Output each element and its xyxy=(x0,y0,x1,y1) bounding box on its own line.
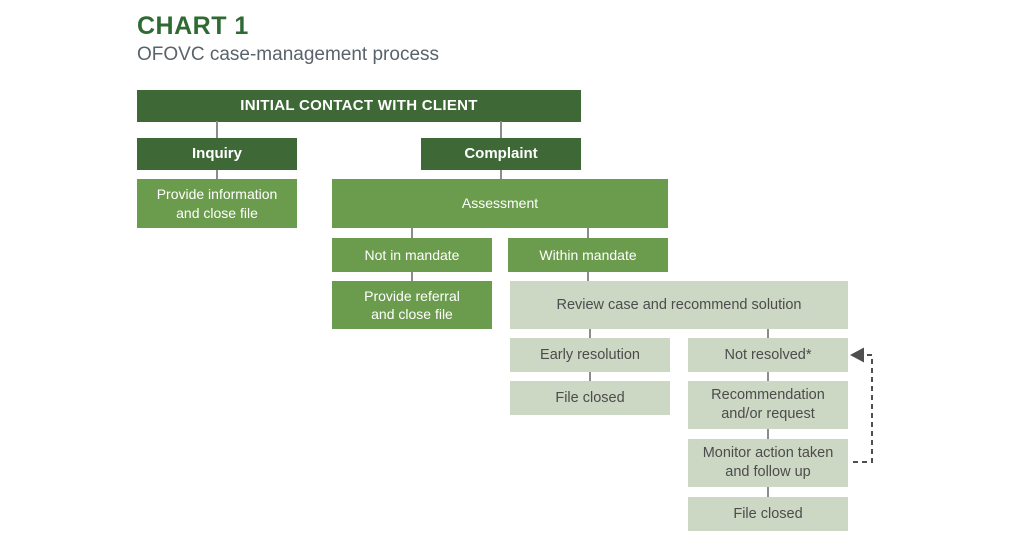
node-early-resolution: Early resolution xyxy=(510,338,670,372)
node-file-closed-early: File closed xyxy=(510,381,670,415)
node-recommendation-request: Recommendation and/or request xyxy=(688,381,848,429)
node-initial-contact: INITIAL CONTACT WITH CLIENT xyxy=(137,90,581,122)
node-not-in-mandate: Not in mandate xyxy=(332,238,492,272)
connector-initial-inquiry xyxy=(216,121,218,138)
chart-title: CHART 1 xyxy=(137,12,249,40)
node-complaint: Complaint xyxy=(421,138,581,170)
node-monitor-action: Monitor action taken and follow up xyxy=(688,439,848,487)
connector-review-early-resolution xyxy=(589,329,591,338)
node-within-mandate: Within mandate xyxy=(508,238,668,272)
node-provide-information: Provide information and close file xyxy=(137,179,297,228)
connector-monitor-file-closed xyxy=(767,487,769,497)
feedback-loop-dashed-path xyxy=(853,354,873,463)
connector-complaint-assessment xyxy=(500,170,502,179)
connector-assessment-within-mandate xyxy=(587,228,589,238)
connector-recommendation-monitor xyxy=(767,429,769,439)
connector-inquiry-provide-info xyxy=(216,170,218,179)
connector-within-mandate-review xyxy=(587,272,589,281)
connector-review-not-resolved xyxy=(767,329,769,338)
node-not-resolved: Not resolved* xyxy=(688,338,848,372)
feedback-loop-arrowhead-icon xyxy=(850,347,864,363)
connector-assessment-not-in-mandate xyxy=(411,228,413,238)
node-assessment: Assessment xyxy=(332,179,668,228)
chart-subtitle: OFOVC case-management process xyxy=(137,44,440,65)
connector-early-resolution-file-closed xyxy=(589,372,591,381)
connector-not-in-mandate-referral xyxy=(411,272,413,281)
node-inquiry: Inquiry xyxy=(137,138,297,170)
node-provide-referral: Provide referral and close file xyxy=(332,281,492,329)
node-review-case: Review case and recommend solution xyxy=(510,281,848,329)
connector-initial-complaint xyxy=(500,121,502,138)
node-file-closed-final: File closed xyxy=(688,497,848,531)
connector-not-resolved-recommendation xyxy=(767,372,769,381)
